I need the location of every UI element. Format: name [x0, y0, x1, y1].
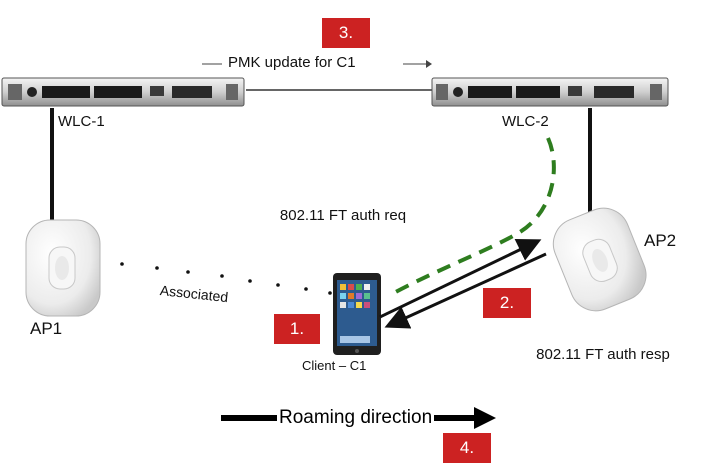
- pmk-update-arrow: [202, 60, 432, 68]
- wlc2-label: WLC-2: [502, 113, 549, 130]
- ap1-device: [25, 219, 101, 317]
- ft-auth-resp-bubble: 802.11 FT auth resp: [494, 336, 712, 372]
- ft-auth-req-bubble: 802.11 FT auth req: [214, 196, 472, 234]
- wlc2-appliance: [431, 77, 669, 107]
- ft-path-dashed: [389, 137, 556, 297]
- wlc1-appliance: [1, 77, 245, 107]
- ft-auth-req-label: 802.11 FT auth req: [279, 206, 407, 224]
- step-2-badge: 2.: [483, 288, 531, 318]
- client-label: Client – C1: [302, 358, 367, 373]
- wlc1-label: WLC-1: [58, 113, 105, 130]
- roaming-direction-label: Roaming direction: [277, 407, 435, 428]
- step-3-badge: 3.: [322, 18, 370, 48]
- ft-auth-resp-label: 802.11 FT auth resp: [536, 345, 670, 363]
- ap1-label: AP1: [30, 319, 63, 338]
- ap2-label: AP2: [644, 231, 677, 250]
- ft-auth-req-arrow: [379, 238, 542, 319]
- ap2-device: [552, 207, 647, 312]
- client-tablet: [333, 273, 381, 355]
- pmk-update-label: PMK update for C1: [226, 54, 358, 71]
- association-dots: [120, 262, 332, 295]
- step-4-badge: 4.: [443, 433, 491, 463]
- step-1-badge: 1.: [274, 314, 320, 344]
- ft-auth-resp-arrow: [384, 252, 547, 329]
